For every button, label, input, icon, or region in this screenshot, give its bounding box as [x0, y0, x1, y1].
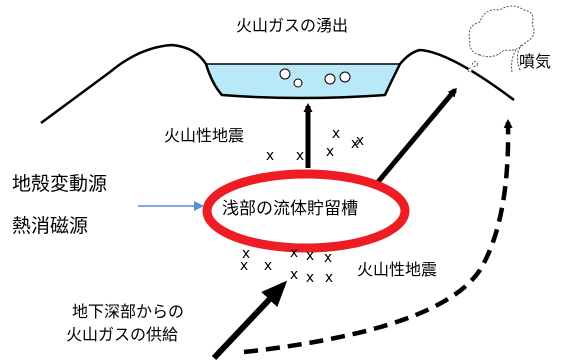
quake-marker: x	[290, 245, 298, 261]
quake-marker: x	[242, 246, 250, 262]
label-gas-outflow: 火山ガスの湧出	[236, 16, 349, 35]
quake-marker: x	[240, 258, 248, 274]
label-reservoir: 浅部の流体貯留槽	[222, 199, 358, 219]
fumarole-cloud-icon	[467, 5, 535, 73]
label-quake-upper: 火山性地震	[164, 126, 245, 145]
quake-marker: x	[356, 133, 364, 149]
quake-marker: x	[306, 270, 314, 286]
label-supply-line1: 地下深部からの	[72, 302, 185, 321]
label-crustal-source: 地殻変動源	[12, 173, 108, 195]
volcano-profile	[40, 43, 515, 125]
label-fumarole: 噴気	[519, 52, 552, 71]
arrow-reservoir-to-fumarole	[376, 87, 457, 184]
quake-marker: x	[306, 248, 314, 264]
label-demag-source: 熱消磁源	[12, 215, 89, 237]
reservoir-ring	[202, 169, 410, 253]
quake-marker: x	[264, 258, 272, 274]
quake-marker: x	[290, 267, 298, 283]
quake-marker: x	[266, 148, 274, 164]
label-supply-line2: 火山ガスの供給	[66, 325, 179, 344]
arrow-deep-to-fumarole	[243, 119, 513, 355]
quake-marker: x	[296, 148, 304, 164]
quake-marker: x	[326, 144, 334, 160]
label-quake-lower: 火山性地震	[357, 260, 438, 279]
gas-bubble-icon	[279, 68, 351, 88]
quake-marker: x	[332, 126, 340, 142]
crater-lake	[204, 63, 402, 99]
arrow-deep-supply	[211, 280, 288, 361]
quake-marker: x	[324, 250, 332, 266]
quake-marker: x	[325, 270, 333, 286]
quake-marker: x	[351, 136, 359, 152]
